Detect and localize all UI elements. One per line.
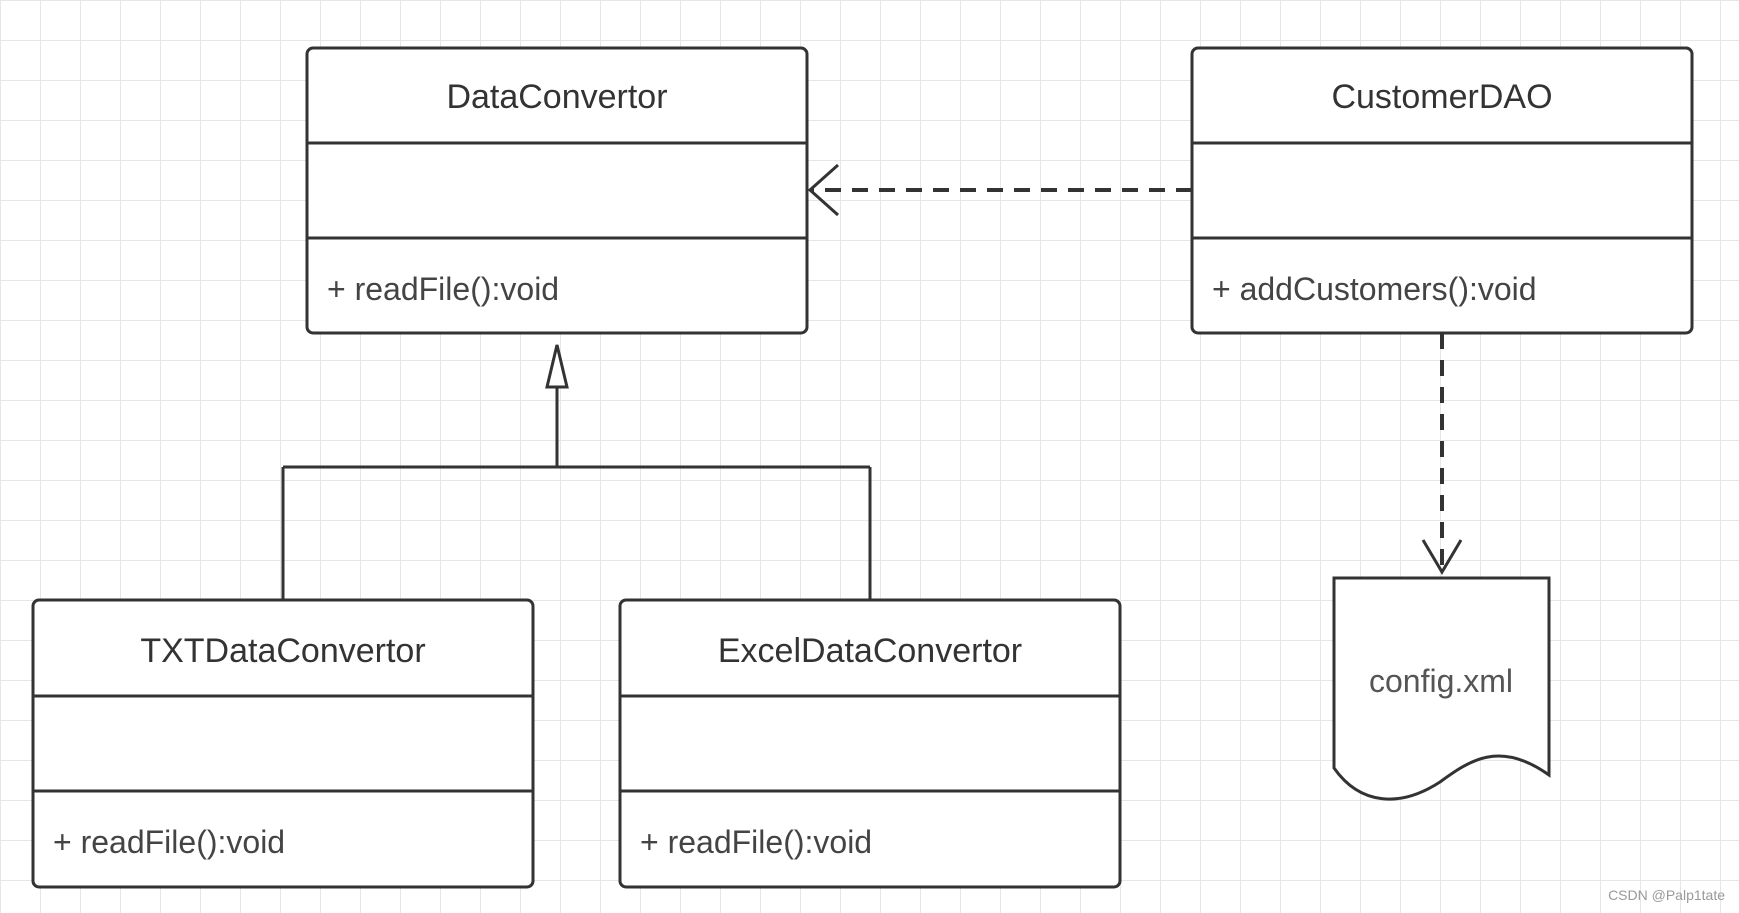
operation-read-file: + readFile():void: [53, 824, 285, 860]
operation-read-file: + readFile():void: [327, 271, 559, 307]
generalization-connector: [281, 387, 872, 600]
class-data-convertor[interactable]: DataConvertor + readFile():void: [305, 46, 809, 335]
open-arrowhead-icon: [807, 163, 839, 217]
class-txt-data-convertor[interactable]: TXTDataConvertor + readFile():void: [31, 598, 535, 889]
document-shape: [1332, 576, 1551, 801]
document-label: config.xml: [1369, 663, 1513, 699]
class-name-excel-data-convertor: ExcelDataConvertor: [718, 632, 1022, 670]
class-customer-dao[interactable]: CustomerDAO + addCustomers():void: [1190, 46, 1694, 335]
hollow-triangle-arrowhead-icon: [545, 344, 569, 389]
operation-add-customers: + addCustomers():void: [1212, 271, 1537, 307]
class-excel-data-convertor[interactable]: ExcelDataConvertor + readFile():void: [618, 598, 1122, 889]
class-name-customer-dao: CustomerDAO: [1331, 78, 1552, 116]
open-arrowhead-icon: [1421, 539, 1463, 575]
document-config-xml[interactable]: config.xml: [1332, 576, 1551, 801]
operation-read-file: + readFile():void: [640, 824, 872, 860]
class-name-data-convertor: DataConvertor: [446, 78, 667, 116]
watermark: CSDN @Palp1tate: [1608, 887, 1725, 903]
class-name-txt-data-convertor: TXTDataConvertor: [140, 632, 425, 670]
